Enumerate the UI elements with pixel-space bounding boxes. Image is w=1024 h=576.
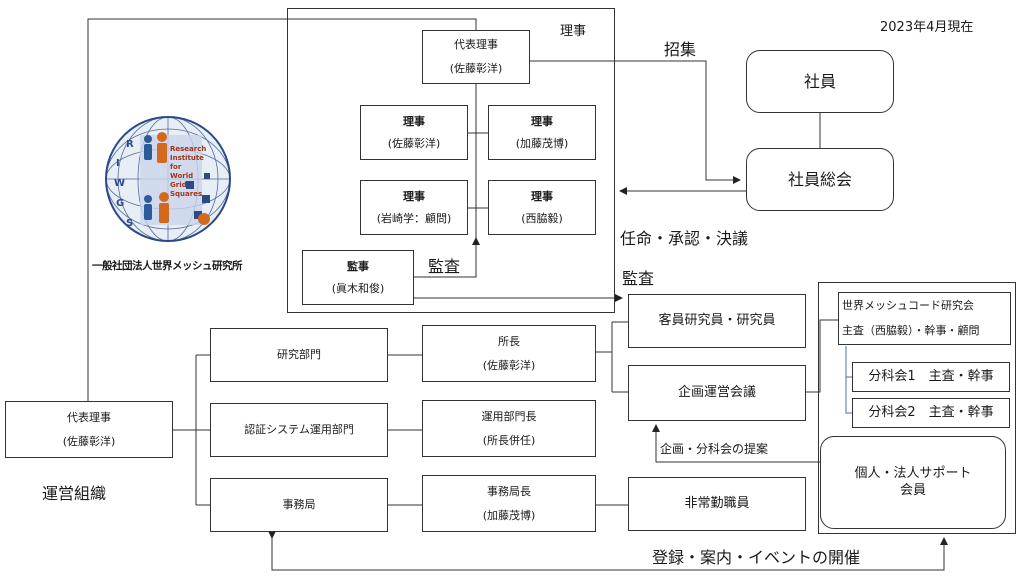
director-role: 理事 <box>531 114 553 128</box>
head-name: (佐藤彰洋) <box>482 358 536 372</box>
operations-title: 運営組織 <box>42 484 107 503</box>
head-box-director: 所長 (佐藤彰洋) <box>422 325 596 382</box>
director-name: (西脇毅) <box>521 211 563 225</box>
director-box-1: 理事 (佐藤彰洋) <box>360 105 468 160</box>
line-planning-society <box>806 319 838 393</box>
logo-letter: I <box>116 158 120 169</box>
department-label: 認証システム運用部門 <box>244 423 354 437</box>
director-box-2: 理事 (加藤茂博) <box>488 105 596 160</box>
ops-rep-name: (佐藤彰洋) <box>62 434 116 448</box>
director-role: 理事 <box>403 189 425 203</box>
head-box-secretariat: 事務局長 (加藤茂博) <box>422 475 596 532</box>
logo-text-line: World <box>170 172 194 180</box>
researchers-box: 客員研究員・研究員 <box>628 294 806 348</box>
riwgs-logo: R I W G S Research Institute for World G… <box>104 115 232 243</box>
arrow-proposal <box>652 424 820 463</box>
arrow-audit-directors <box>414 237 480 278</box>
employee-box: 社員 <box>746 50 894 113</box>
society-title: 世界メッシュコード研究会 <box>842 298 974 312</box>
support-members-line-1: 個人・法人サポート <box>854 466 972 482</box>
department-label: 事務局 <box>282 498 316 512</box>
part-time-label: 非常勤職員 <box>684 495 750 511</box>
board-rep-name: (佐藤彰洋) <box>449 62 503 75</box>
department-label: 研究部門 <box>277 348 321 362</box>
director-name: (加藤茂博) <box>515 136 569 150</box>
general-meeting-box: 社員総会 <box>746 148 894 211</box>
head-name: (所長併任) <box>482 433 536 447</box>
support-members-box: 個人・法人サポート 会員 <box>820 436 1006 529</box>
audit-label-2: 監査 <box>622 269 655 288</box>
board-representative-box: 代表理事 (佐藤彰洋) <box>422 30 530 84</box>
head-role: 事務局長 <box>487 484 531 498</box>
head-name: (加藤茂博) <box>482 508 536 522</box>
date-label: 2023年4月現在 <box>880 20 974 35</box>
director-role: 理事 <box>403 114 425 128</box>
board-rep-role: 代表理事 <box>454 38 498 52</box>
line-rep-to-board <box>87 18 477 401</box>
org-name-label: 一般社団法人世界メッシュ研究所 <box>92 260 243 272</box>
head-role: 所長 <box>498 334 520 348</box>
auditor-box: 監事 (眞木和俊) <box>302 250 414 305</box>
society-box: 世界メッシュコード研究会 主査（西脇毅）・幹事・顧問 <box>838 292 1011 345</box>
logo-letter: S <box>126 218 134 229</box>
logo-text-line: Institute <box>170 154 204 162</box>
audit-label-1: 監査 <box>428 257 461 276</box>
appoint-label: 任命・承認・決議 <box>620 229 749 248</box>
support-members-line-2: 会員 <box>899 482 926 498</box>
subcommittee-label: 分科会2 主査・幹事 <box>868 404 994 420</box>
department-box-certification: 認証システム運用部門 <box>210 403 388 457</box>
logo-text-line: Research <box>170 145 207 153</box>
arrow-recruit <box>530 60 741 184</box>
logo-letter: G <box>116 198 125 209</box>
director-role: 理事 <box>531 189 553 203</box>
ops-rep-role: 代表理事 <box>67 410 111 424</box>
logo-letter: R <box>126 139 134 150</box>
department-box-research: 研究部門 <box>210 328 388 382</box>
logo-text-line: Squares <box>170 190 203 198</box>
board-frame <box>287 8 615 313</box>
recruit-label: 招集 <box>664 40 697 59</box>
general-meeting-label: 社員総会 <box>787 169 852 189</box>
researchers-label: 客員研究員・研究員 <box>658 312 776 328</box>
director-box-3: 理事 (岩崎学：顧問) <box>360 180 468 235</box>
society-chair: 主査（西脇毅）・幹事・顧問 <box>842 324 980 338</box>
head-box-operations: 運用部門長 (所長併任) <box>422 400 596 457</box>
subcommittee-box-1: 分科会1 主査・幹事 <box>852 362 1010 392</box>
arrow-events <box>268 531 948 571</box>
department-box-secretariat: 事務局 <box>210 478 388 532</box>
employee-label: 社員 <box>803 71 836 91</box>
events-label: 登録・案内・イベントの開催 <box>652 548 861 567</box>
society-frame <box>818 282 1016 534</box>
planning-meeting-box: 企画運営会議 <box>628 365 806 421</box>
head-role: 運用部門長 <box>481 409 537 423</box>
director-name: (佐藤彰洋) <box>387 136 441 150</box>
subcommittee-label: 分科会1 主査・幹事 <box>868 368 994 384</box>
director-name: (岩崎学：顧問) <box>376 211 452 225</box>
logo-text-line: for <box>170 163 182 171</box>
globe-icon <box>105 116 231 242</box>
auditor-name: (眞木和俊) <box>331 281 385 295</box>
proposal-label: 企画・分科会の提案 <box>660 442 769 456</box>
logo-letter: W <box>114 178 126 189</box>
logo-text-line: Grid <box>170 181 187 189</box>
part-time-box: 非常勤職員 <box>628 477 806 531</box>
board-title: 理事 <box>560 24 587 39</box>
ops-representative-box: 代表理事 (佐藤彰洋) <box>5 401 173 458</box>
auditor-role: 監事 <box>347 259 369 273</box>
planning-meeting-label: 企画運営会議 <box>677 384 756 400</box>
subcommittee-box-2: 分科会2 主査・幹事 <box>852 398 1010 428</box>
director-box-4: 理事 (西脇毅) <box>488 180 596 235</box>
